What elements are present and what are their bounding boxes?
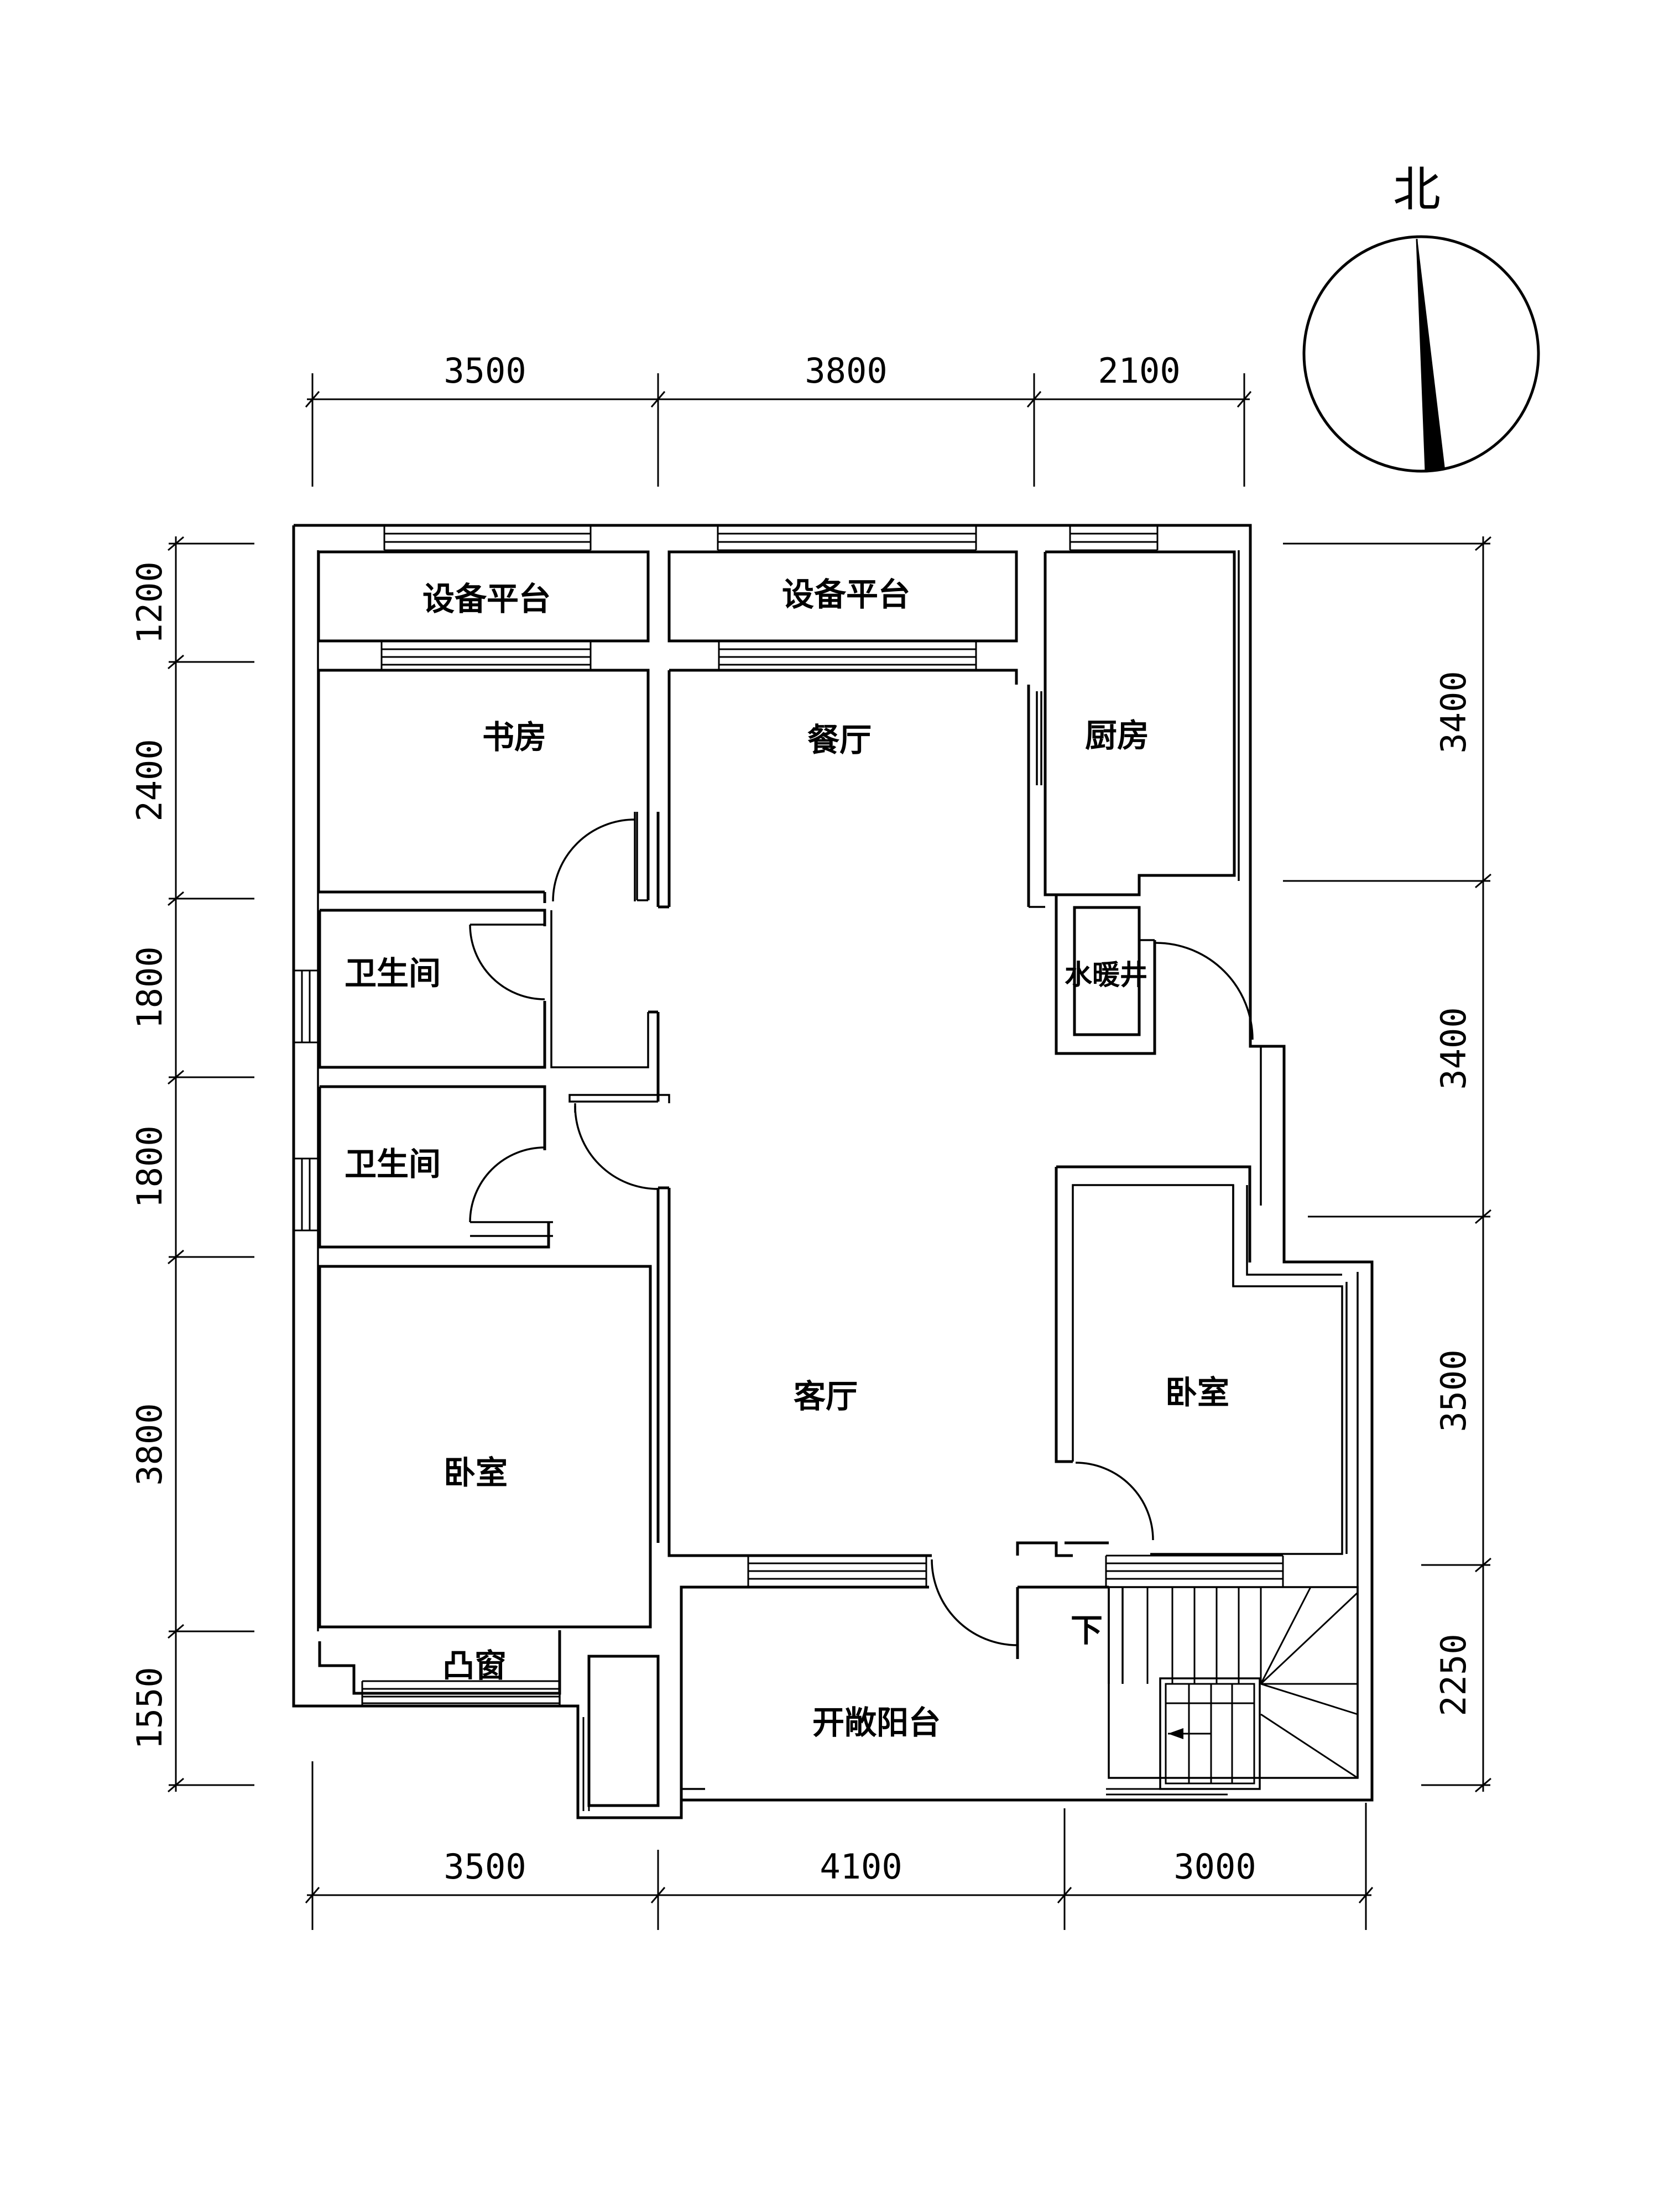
dim-left-4: 1800 [129,1125,170,1208]
dimension-bottom: 3500 4100 3000 [305,1761,1374,1930]
bedroom-east [1055,1167,1073,1463]
stair-arrow-icon [1168,1728,1183,1739]
window-living [747,1554,927,1587]
dim-left-1: 1200 [129,561,170,644]
stair-down-label: 下 [1071,1611,1103,1649]
door-entry [1155,942,1254,1040]
dim-right-2: 3400 [1433,1007,1474,1089]
bedroom-west [318,1265,652,1629]
dim-top-1: 3500 [444,351,526,391]
dim-right-3: 3500 [1433,1349,1474,1432]
door-bedroom-east [1075,1462,1154,1541]
study [317,669,650,894]
label-bay-window: 凸窗 [442,1647,507,1684]
window-bath-1 [294,969,318,1044]
dimension-top: 3500 3800 2100 [305,351,1252,487]
dim-left-2: 2400 [129,739,170,821]
window-north-3 [1069,524,1159,551]
door-study [552,818,635,902]
window-stair [1106,1788,1228,1801]
label-bath-2: 卫生间 [345,1145,441,1183]
window-bay [361,1680,560,1706]
label-study: 书房 [482,718,546,756]
plumbing-shaft [1073,906,1141,1036]
dim-bottom-1: 3500 [444,1846,526,1887]
compass-circle [1302,235,1540,473]
window-bath-2 [294,1157,318,1232]
label-dining: 餐厅 [807,721,872,759]
dim-bottom-3: 3000 [1173,1846,1256,1887]
bathroom-2 [320,1085,546,1150]
kitchen [1044,550,1236,896]
window-study [380,640,592,670]
label-bedroom-east: 卧室 [1165,1374,1229,1411]
label-bath-1: 卫生间 [345,954,441,992]
window-bedroom-east [1105,1554,1284,1587]
doors [469,812,1254,1659]
label-shaft: 水暖井 [1065,959,1147,991]
door-bath-2 [469,1146,545,1223]
dim-top-2: 3800 [805,351,887,391]
label-bedroom-west: 卧室 [444,1454,508,1491]
windows [294,524,1284,1811]
room-outlines [317,550,1348,1807]
cabinet [587,1655,660,1807]
exterior-walls [292,524,1374,1819]
dim-right-4: 2250 [1433,1634,1474,1716]
label-equip-2: 设备平台 [782,576,910,613]
window-dining [718,640,977,670]
window-north-1 [383,524,592,551]
north-label: 北 [1393,162,1441,217]
dimension-left: 1200 2400 1800 1800 3800 1550 [129,536,254,1793]
door-balcony [931,1559,1018,1646]
dim-left-6: 1550 [129,1667,170,1749]
dimension-right: 3400 3400 3500 2250 [1283,536,1491,1793]
bay-window [318,1630,561,1695]
dim-bottom-2: 4100 [820,1846,902,1887]
bathroom-1 [320,909,546,926]
staircase: 下 [1071,1586,1359,1790]
label-balcony: 开敞阳台 [812,1704,941,1741]
room-labels: 设备平台 设备平台 书房 餐厅 厨房 卫生间 卫生间 水暖井 客厅 卧室 卧室 … [345,576,1229,1741]
door-hall [574,1105,659,1190]
label-kitchen: 厨房 [1085,717,1149,754]
label-equip-1: 设备平台 [422,580,551,618]
dim-left-3: 1800 [129,946,170,1029]
dim-left-5: 3800 [129,1403,170,1485]
living-south-wall [667,1543,932,1557]
north-arrow: 北 [1302,162,1540,473]
dim-top-3: 2100 [1098,351,1180,391]
dim-right-1: 3400 [1433,671,1474,753]
window-cabinet [577,1717,590,1811]
door-bath-1 [469,924,545,1000]
window-north-2 [717,524,977,551]
label-living: 客厅 [794,1378,858,1415]
